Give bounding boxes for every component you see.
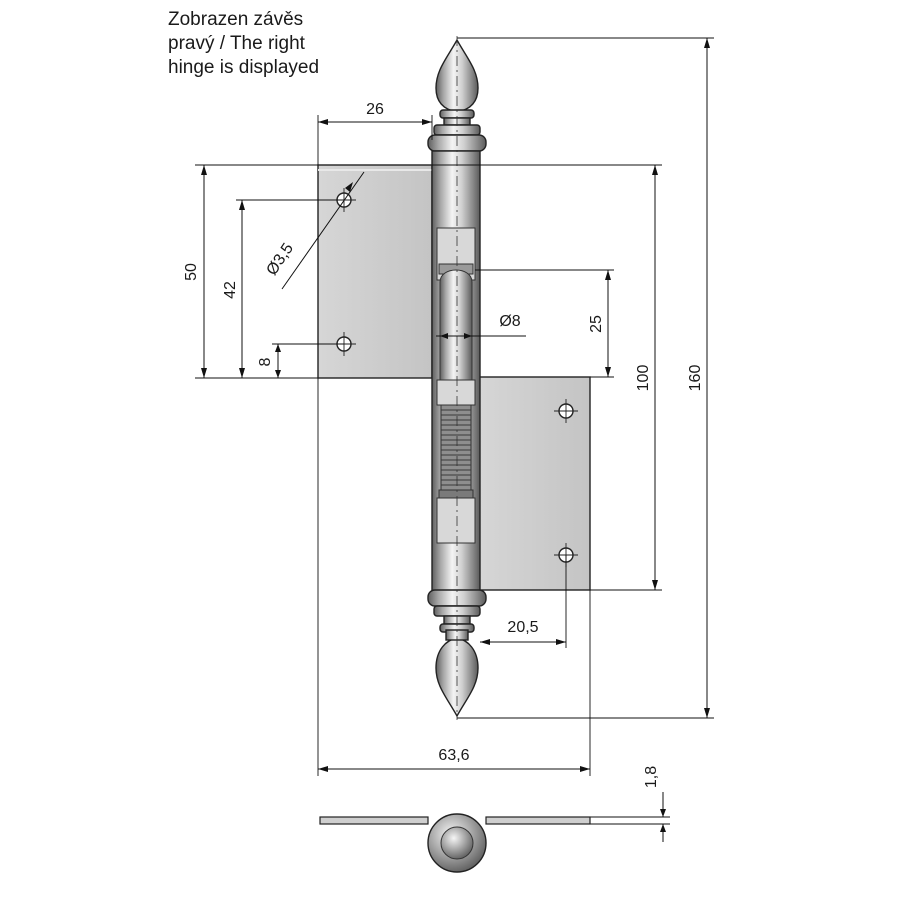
- screw-hole: [554, 399, 578, 423]
- caption-line-1: Zobrazen závěs: [168, 9, 304, 30]
- dimension-pin-diameter: Ø8: [436, 313, 526, 339]
- drawing-caption: Zobrazen závěs pravý / The right hinge i…: [168, 8, 319, 80]
- left-leaf-plate: [317, 164, 433, 379]
- caption-line-3: hinge is displayed: [168, 57, 320, 78]
- dimension-20-5-label: 20,5: [507, 619, 538, 636]
- dimension-8: 8: [257, 343, 344, 378]
- dimension-1-8: 1,8: [590, 766, 670, 842]
- dimension-25: 25: [475, 269, 614, 378]
- dimension-42-label: 42: [222, 281, 239, 299]
- dimension-160-label: 160: [687, 365, 704, 392]
- dimension-100-label: 100: [635, 365, 652, 392]
- dimension-63-6: 63,6: [317, 378, 591, 776]
- dimension-hole-label: Ø3,5: [264, 240, 298, 278]
- hinge-section-view: [319, 813, 591, 873]
- dimension-63-6-label: 63,6: [438, 747, 469, 764]
- dimension-pin-label: Ø8: [499, 313, 520, 330]
- pin-cutaway: [436, 36, 476, 720]
- dimension-100: 100: [432, 164, 662, 591]
- dimension-25-label: 25: [588, 315, 605, 333]
- caption-line-2: pravý / The right: [168, 33, 305, 54]
- spring-coils: [441, 409, 471, 486]
- dimension-50: 50: [183, 164, 318, 379]
- dimension-26: 26: [317, 101, 433, 165]
- dimension-1-8-label: 1,8: [643, 766, 660, 788]
- dimension-20-5: 20,5: [480, 555, 567, 648]
- dimension-160: 160: [457, 37, 714, 719]
- dimension-8-label: 8: [257, 357, 274, 366]
- dimension-50-label: 50: [183, 263, 200, 281]
- dimension-26-label: 26: [366, 101, 384, 118]
- dimension-42: 42: [222, 199, 344, 378]
